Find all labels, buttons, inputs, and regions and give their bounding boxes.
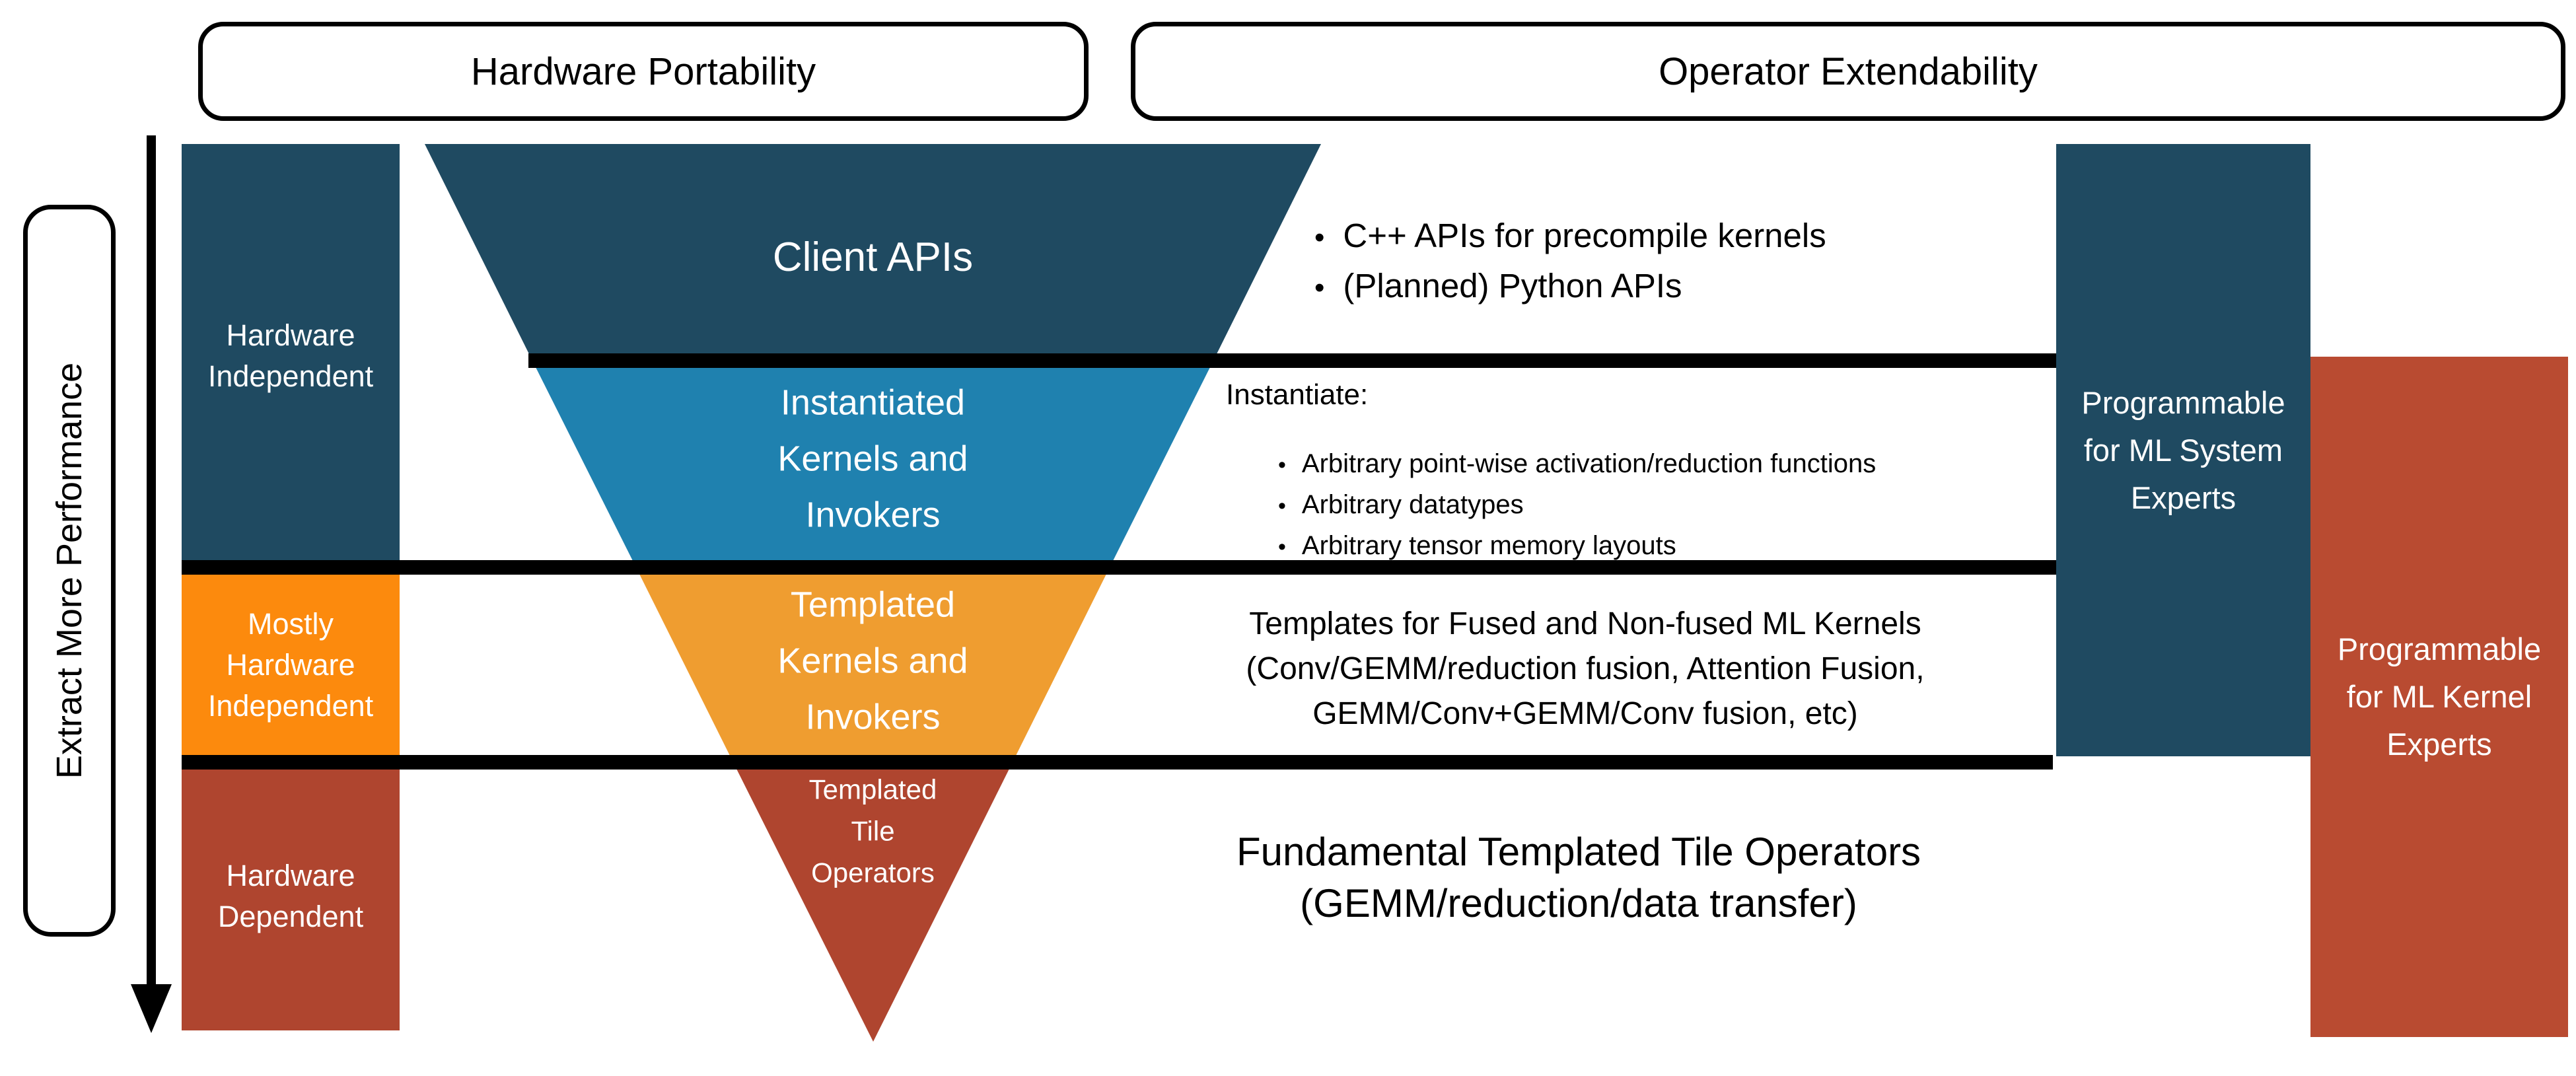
bullet-text: (Planned) Python APIs [1343,267,1682,305]
hardware-portability-label: Hardware Portability [470,50,816,93]
instantiate-bullet-list: • Arbitrary point-wise activation/reduct… [1278,444,1876,567]
client-apis-title: Client APIs [772,234,974,280]
separator-line-3 [182,755,2053,770]
bullet-icon: • [1278,452,1286,478]
bullet-icon: • [1314,271,1325,304]
bullet-icon: • [1314,221,1325,254]
bullet-icon: • [1278,493,1286,519]
bullet-text: Arbitrary tensor memory layouts [1301,531,1676,560]
hardware-independent-label: Hardware Independent [207,318,374,393]
bullet-text: C++ APIs for precompile kernels [1343,217,1826,254]
instantiated-kernels-title: Instantiated Kernels and Invokers [777,382,968,535]
programmable-ml-kernel-experts-box: Programmable for ML Kernel Experts [2310,357,2568,1037]
software-stack-funnel: Client APIs Instantiated Kernels and Inv… [425,144,1321,1042]
operator-extendability-label: Operator Extendability [1659,50,2038,93]
programmable-ml-system-experts-box: Programmable for ML System Experts [2056,144,2310,756]
instantiate-heading: Instantiate: [1226,378,1369,411]
programmable-ml-system-experts-label: Programmable for ML System Experts [2081,384,2285,515]
templated-tile-operators-title: Templated Tile Operators [808,773,937,888]
templates-note: Templates for Fused and Non-fused ML Ker… [1246,606,1925,731]
extract-more-performance-box: Extract More Performance [23,205,116,937]
separator-line-2 [182,560,2056,575]
funnel-layer-instantiated-kernels [534,363,1212,567]
left-band-hardware-dependent: Hardware Dependent [182,762,400,1030]
programmable-ml-kernel-experts-label: Programmable for ML Kernel Experts [2337,631,2542,762]
bullet-text: Arbitrary datatypes [1301,490,1524,519]
templated-kernels-title: Templated Kernels and Invokers [777,585,968,737]
client-apis-bullet-list: • C++ APIs for precompile kernels • (Pla… [1314,211,1826,312]
mostly-hardware-independent-label: Mostly Hardware Independent [207,606,374,723]
left-band-hardware-independent: Hardware Independent [182,144,400,567]
list-item: • Arbitrary datatypes [1278,485,1876,526]
separator-line-1 [528,353,2056,368]
extract-more-performance-label: Extract More Performance [50,362,90,779]
left-band-mostly-hardware-independent: Mostly Hardware Independent [182,567,400,762]
performance-arrow-shaft [147,135,156,987]
list-item: • (Planned) Python APIs [1314,262,1826,312]
hardware-portability-header: Hardware Portability [198,22,1089,121]
hardware-dependent-label: Hardware Dependent [217,859,364,933]
list-item: • Arbitrary point-wise activation/reduct… [1278,444,1876,485]
bullet-icon: • [1278,534,1286,559]
fundamental-note: Fundamental Templated Tile Operators (GE… [1236,830,1921,925]
funnel-layer-client-apis [425,144,1321,363]
operator-extendability-header: Operator Extendability [1131,22,2565,121]
performance-arrow-down-icon [131,984,172,1033]
list-item: • Arbitrary tensor memory layouts [1278,526,1876,567]
bullet-text: Arbitrary point-wise activation/reductio… [1301,449,1877,478]
list-item: • C++ APIs for precompile kernels [1314,211,1826,262]
